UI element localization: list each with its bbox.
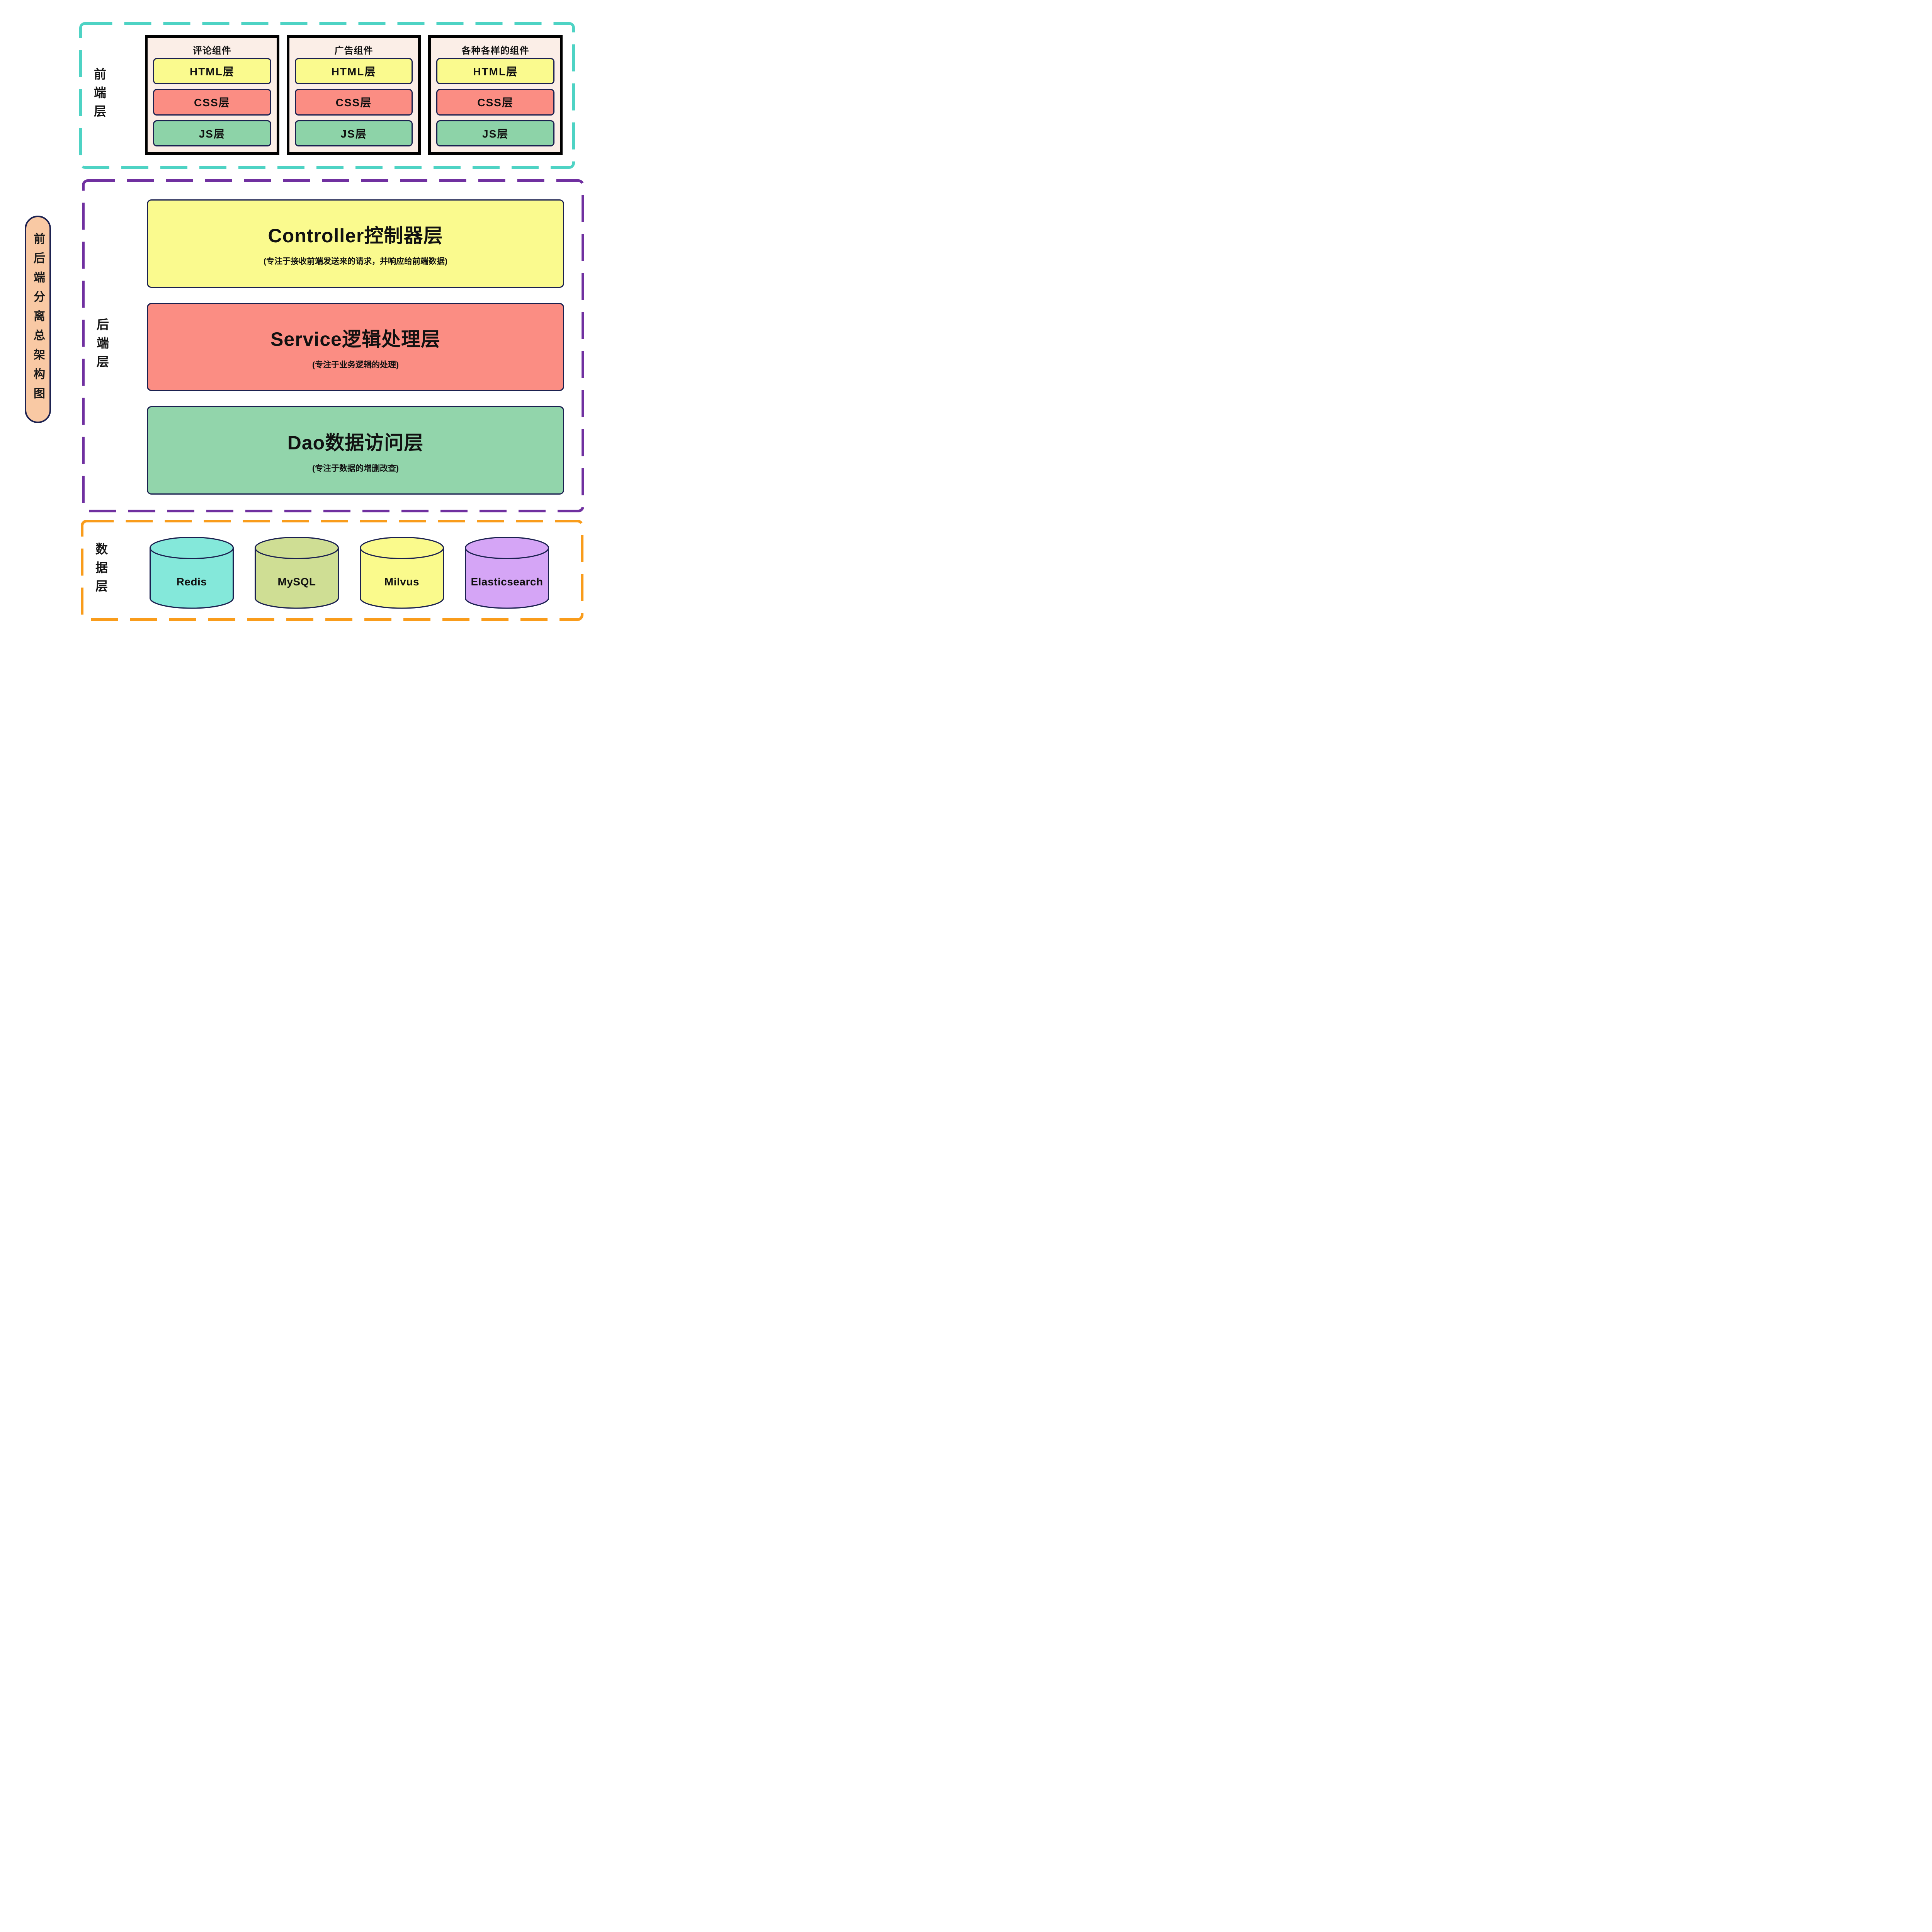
cylinder-body	[255, 548, 339, 609]
database-label: Milvus	[384, 576, 420, 588]
html-layer-box: HTML层	[294, 58, 413, 85]
css-layer-box: CSS层	[153, 89, 271, 116]
component-card-comments: 评论组件 HTML层 CSS层 JS层	[145, 35, 279, 155]
cylinder-top	[465, 537, 549, 559]
frontend-cards: 评论组件 HTML层 CSS层 JS层 广告组件 HTML层 CSS层 JS层 …	[145, 35, 563, 155]
js-layer-box: JS层	[436, 120, 555, 146]
database-cylinder-milvus: Milvus	[359, 536, 445, 610]
database-cylinder-redis: Redis	[149, 536, 235, 610]
service-layer-title: Service逻辑处理层	[270, 328, 440, 350]
component-card-title: 广告组件	[334, 45, 373, 56]
frontend-layer-label: 前端层	[92, 68, 106, 123]
database-row: Redis MySQL Milvus	[149, 536, 550, 610]
database-label: Elasticsearch	[471, 576, 543, 588]
css-layer-box: CSS层	[294, 89, 413, 116]
service-layer-box: Service逻辑处理层 (专注于业务逻辑的处理)	[147, 303, 564, 391]
html-layer-box: HTML层	[436, 58, 555, 85]
cylinder-top	[150, 537, 234, 559]
cylinder-top	[360, 537, 444, 559]
data-layer-label: 数据层	[94, 543, 108, 598]
database-cylinder-mysql: MySQL	[254, 536, 340, 610]
controller-layer-title: Controller控制器层	[268, 225, 443, 247]
database-cylinder-shape	[150, 537, 234, 609]
component-card-layers: HTML层 CSS层 JS层	[153, 58, 271, 146]
database-cylinder-shape	[255, 537, 339, 609]
component-card-layers: HTML层 CSS层 JS层	[436, 58, 555, 146]
service-layer-subtitle: (专注于业务逻辑的处理)	[312, 361, 399, 369]
cylinder-top	[255, 537, 339, 559]
controller-layer-subtitle: (专注于接收前端发送来的请求，并响应给前端数据)	[264, 257, 447, 266]
architecture-diagram: 前后端分离总架构图 前端层 评论组件 HTML层 CSS层 JS层 广告组件 H…	[0, 0, 613, 642]
cylinder-body	[360, 548, 444, 609]
component-card-title: 各种各样的组件	[461, 45, 529, 56]
database-cylinder-shape	[360, 537, 444, 609]
component-card-ads: 广告组件 HTML层 CSS层 JS层	[286, 35, 421, 155]
diagram-title: 前后端分离总架构图	[32, 232, 44, 406]
diagram-title-pill: 前后端分离总架构图	[25, 216, 51, 423]
html-layer-box: HTML层	[153, 58, 271, 85]
cylinder-body	[150, 548, 234, 609]
data-layer-section: 数据层 Redis MySQL	[81, 520, 583, 621]
database-label: Redis	[176, 576, 207, 588]
component-card-layers: HTML层 CSS层 JS层	[294, 58, 413, 146]
component-card-title: 评论组件	[192, 45, 231, 56]
dao-layer-title: Dao数据访问层	[287, 432, 424, 454]
dao-layer-box: Dao数据访问层 (专注于数据的增删改查)	[147, 406, 564, 495]
backend-layer-section: 后端层 Controller控制器层 (专注于接收前端发送来的请求，并响应给前端…	[82, 179, 584, 512]
database-cylinder-elasticsearch: Elasticsearch	[464, 536, 550, 610]
database-cylinder-shape	[465, 537, 549, 609]
cylinder-body	[465, 548, 549, 609]
backend-layer-label: 后端层	[95, 318, 109, 374]
backend-boxes: Controller控制器层 (专注于接收前端发送来的请求，并响应给前端数据) …	[147, 199, 564, 495]
css-layer-box: CSS层	[436, 89, 555, 116]
database-label: MySQL	[277, 576, 316, 588]
js-layer-box: JS层	[294, 120, 413, 146]
dao-layer-subtitle: (专注于数据的增删改查)	[312, 464, 399, 473]
js-layer-box: JS层	[153, 120, 271, 146]
controller-layer-box: Controller控制器层 (专注于接收前端发送来的请求，并响应给前端数据)	[147, 199, 564, 288]
component-card-various: 各种各样的组件 HTML层 CSS层 JS层	[428, 35, 563, 155]
frontend-layer-section: 前端层 评论组件 HTML层 CSS层 JS层 广告组件 HTML层 CSS层 …	[79, 22, 575, 169]
